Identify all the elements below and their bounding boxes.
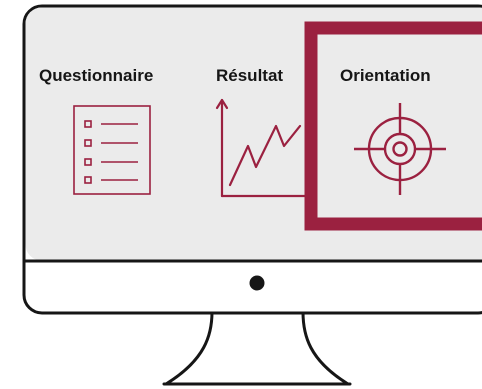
panel-resultat[interactable]: Résultat (215, 66, 322, 198)
monitor-stand (162, 311, 352, 386)
target-icon (354, 103, 446, 195)
power-indicator-icon (249, 275, 265, 291)
panel-orientation[interactable]: Orientation (304, 21, 482, 231)
panel-questionnaire[interactable]: Questionnaire (39, 66, 153, 195)
checklist-icon (73, 105, 151, 195)
panel-resultat-label: Résultat (216, 66, 283, 85)
panel-questionnaire-label: Questionnaire (39, 66, 153, 85)
line-chart-icon (215, 98, 322, 198)
active-highlight-frame (304, 21, 482, 231)
panel-orientation-label: Orientation (340, 66, 431, 85)
